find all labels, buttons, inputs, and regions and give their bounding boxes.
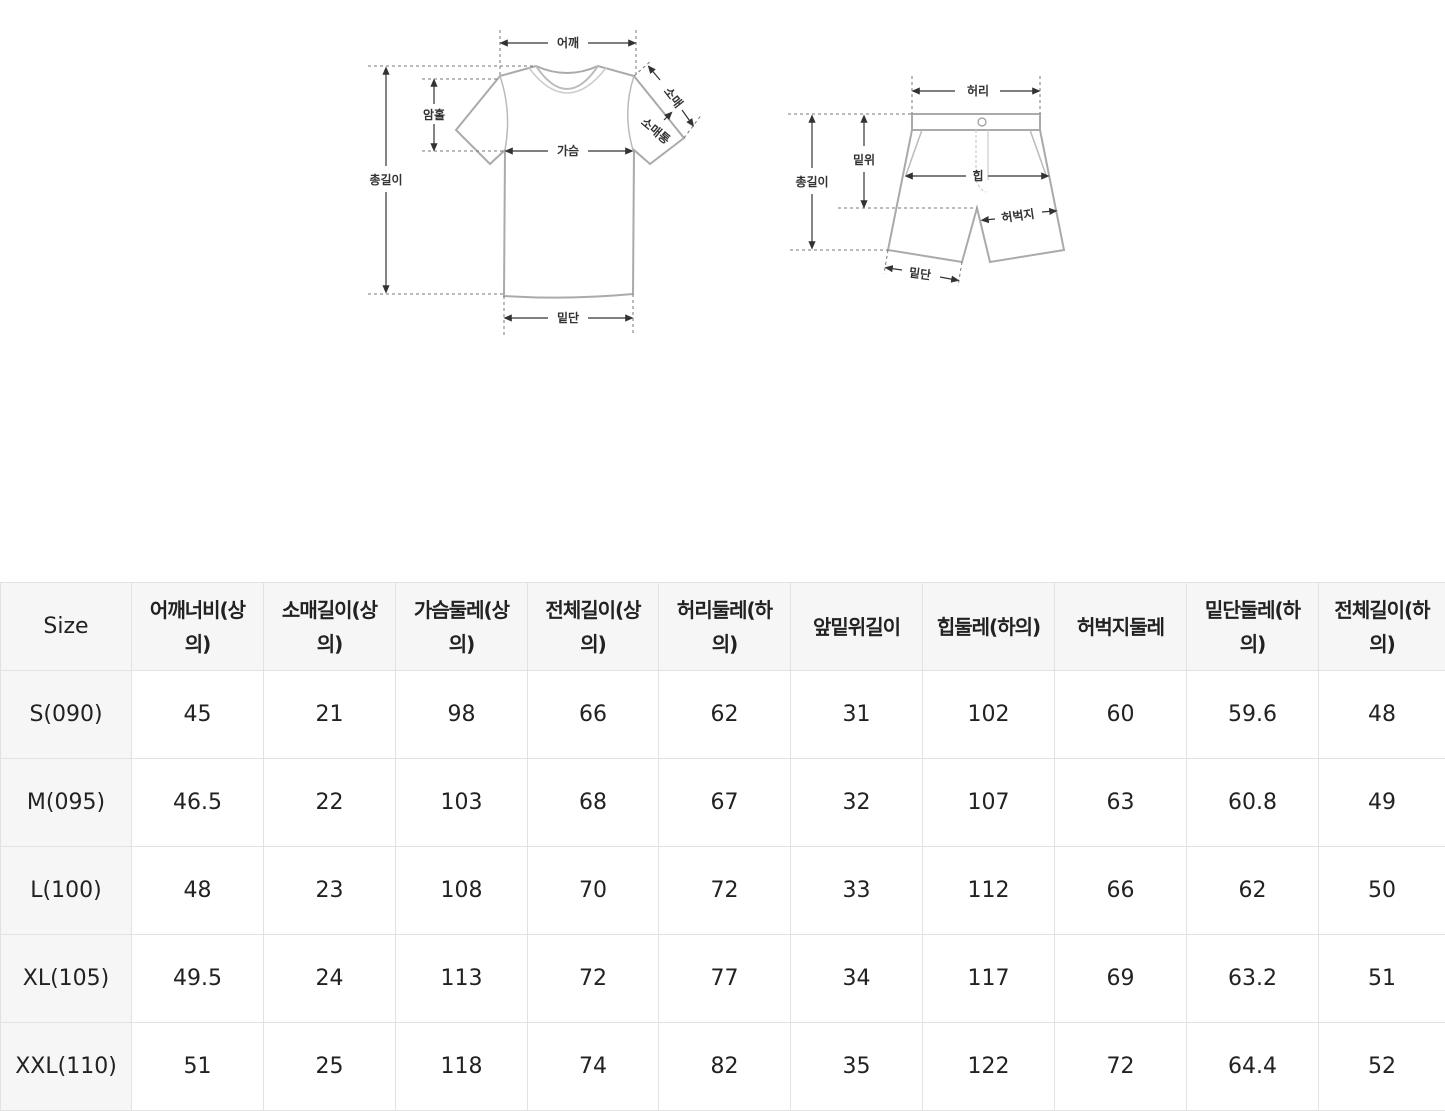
label-thigh: 허벅지 [1000,206,1035,225]
table-cell: 113 [396,935,528,1023]
table-row: S(090) 45 21 98 66 62 31 102 60 59.6 48 [1,671,1445,759]
table-cell: 45 [132,671,264,759]
column-header-sleeve-length: 소매길이(상의) [264,583,396,671]
tshirt-illustration [456,66,684,298]
shorts-labels: 허리 총길이 밑위 힙 허벅지 밑단 [795,83,1035,282]
column-header-thigh: 허벅지둘레 [1055,583,1187,671]
table-cell: 23 [264,847,396,935]
table-row: M(095) 46.5 22 103 68 67 32 107 63 60.8 … [1,759,1445,847]
table-cell: 77 [659,935,791,1023]
table-cell: 63.2 [1187,935,1319,1023]
row-size-label: XXL(110) [1,1023,132,1111]
table-cell: 107 [923,759,1055,847]
label-top-total-length: 총길이 [369,172,402,187]
column-header-chest: 가슴둘레(상의) [396,583,528,671]
table-cell: 22 [264,759,396,847]
shorts-arrows [812,91,1054,280]
table-cell: 102 [923,671,1055,759]
row-size-label: XL(105) [1,935,132,1023]
label-armhole: 암홀 [423,107,445,122]
table-cell: 24 [264,935,396,1023]
table-cell: 51 [1319,935,1445,1023]
table-cell: 67 [659,759,791,847]
table-cell: 68 [528,759,659,847]
column-header-shoulder-width: 어깨너비(상의) [132,583,264,671]
label-waist: 허리 [967,83,989,98]
column-header-waist: 허리둘레(하의) [659,583,791,671]
row-size-label: M(095) [1,759,132,847]
table-cell: 70 [528,847,659,935]
label-chest: 가슴 [557,143,579,158]
table-cell: 48 [1319,671,1445,759]
label-shoulder: 어깨 [557,35,579,50]
table-row: XL(105) 49.5 24 113 72 77 34 117 69 63.2… [1,935,1445,1023]
measurement-diagram: 어깨 총길이 암홀 가슴 밑단 소매 소매통 [0,0,1445,350]
table-cell: 59.6 [1187,671,1319,759]
table-cell: 52 [1319,1023,1445,1111]
table-cell: 60 [1055,671,1187,759]
table-cell: 66 [1055,847,1187,935]
label-hip: 힙 [972,168,983,183]
table-cell: 49.5 [132,935,264,1023]
table-cell: 60.8 [1187,759,1319,847]
table-cell: 108 [396,847,528,935]
table-cell: 72 [528,935,659,1023]
table-cell: 63 [1055,759,1187,847]
label-rise: 밑위 [853,152,875,167]
table-cell: 21 [264,671,396,759]
table-cell: 62 [659,671,791,759]
column-header-top-length: 전체길이(상의) [528,583,659,671]
table-cell: 69 [1055,935,1187,1023]
table-cell: 66 [528,671,659,759]
column-header-front-rise: 앞밑위길이 [791,583,923,671]
table-cell: 48 [132,847,264,935]
table-cell: 33 [791,847,923,935]
table-cell: 50 [1319,847,1445,935]
table-cell: 62 [1187,847,1319,935]
table-cell: 118 [396,1023,528,1111]
label-bottom-total-length: 총길이 [795,174,828,189]
column-header-hip: 힙둘레(하의) [923,583,1055,671]
table-header-row: Size 어깨너비(상의) 소매길이(상의) 가슴둘레(상의) 전체길이(상의)… [1,583,1445,671]
table-row: L(100) 48 23 108 70 72 33 112 66 62 50 [1,847,1445,935]
table-cell: 34 [791,935,923,1023]
table-cell: 51 [132,1023,264,1111]
table-cell: 31 [791,671,923,759]
diagram-svg: 어깨 총길이 암홀 가슴 밑단 소매 소매통 [0,0,1445,350]
table-cell: 122 [923,1023,1055,1111]
table-row: XXL(110) 51 25 118 74 82 35 122 72 64.4 … [1,1023,1445,1111]
row-size-label: S(090) [1,671,132,759]
row-size-label: L(100) [1,847,132,935]
table-cell: 49 [1319,759,1445,847]
table-cell: 103 [396,759,528,847]
column-header-hem: 밑단둘레(하의) [1187,583,1319,671]
table-cell: 112 [923,847,1055,935]
shorts-illustration [888,114,1064,262]
column-header-bottom-length: 전체길이(하의) [1319,583,1445,671]
table-cell: 32 [791,759,923,847]
table-cell: 72 [659,847,791,935]
table-cell: 117 [923,935,1055,1023]
label-top-hem: 밑단 [557,310,579,325]
column-header-size: Size [1,583,132,671]
table-cell: 98 [396,671,528,759]
tshirt-arrows [386,43,692,318]
label-sleeve: 소매 [661,84,686,111]
label-bottom-hem: 밑단 [908,265,932,283]
table-cell: 74 [528,1023,659,1111]
table-cell: 72 [1055,1023,1187,1111]
table-cell: 82 [659,1023,791,1111]
table-cell: 35 [791,1023,923,1111]
tshirt-labels: 어깨 총길이 암홀 가슴 밑단 소매 소매통 [369,35,686,325]
size-table: Size 어깨너비(상의) 소매길이(상의) 가슴둘레(상의) 전체길이(상의)… [0,582,1445,1111]
table-cell: 46.5 [132,759,264,847]
table-cell: 25 [264,1023,396,1111]
table-cell: 64.4 [1187,1023,1319,1111]
